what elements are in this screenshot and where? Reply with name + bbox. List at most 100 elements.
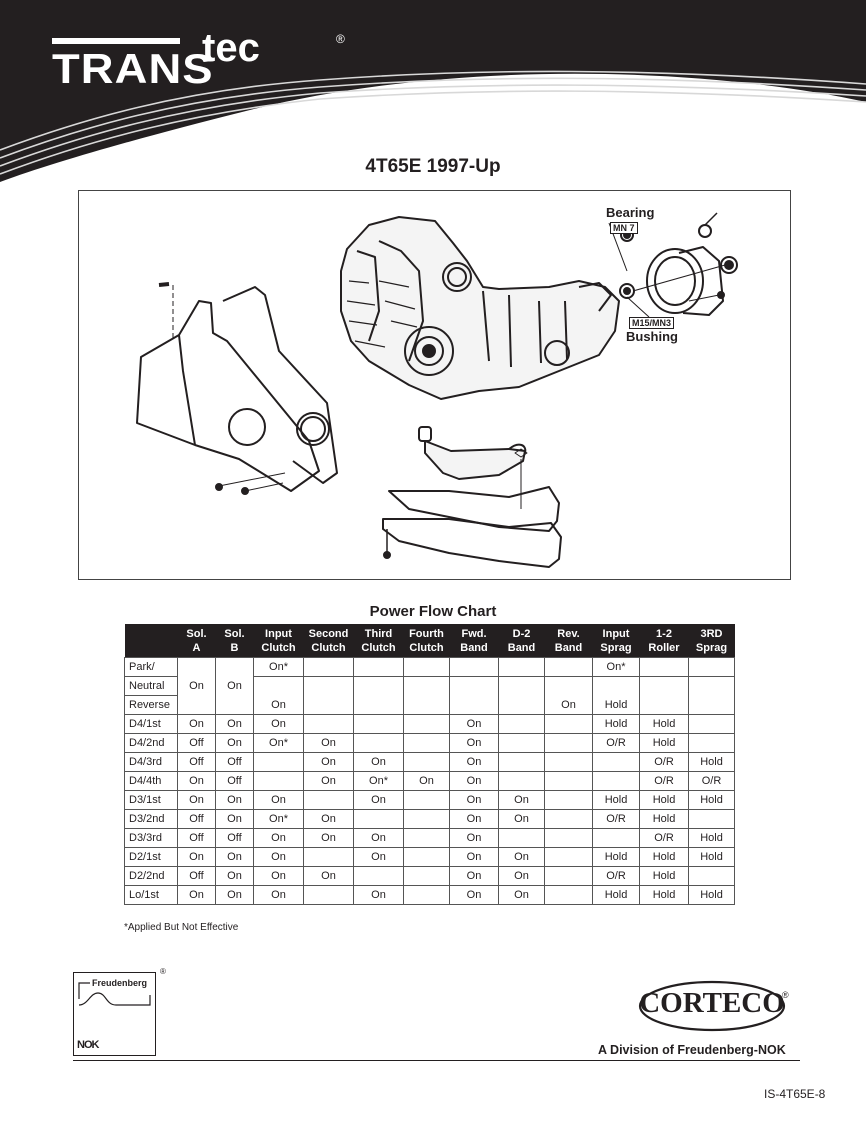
cell-sol-b: On [215,657,254,715]
table-cell: On [449,809,499,829]
cell-input-clutch: On [253,676,304,715]
oil-filter-drawing [418,426,527,480]
transmission-exploded-diagram: Bearing MN 7 M15/MN3 Bushing [78,190,791,580]
table-cell: On [353,885,404,905]
table-cell [403,866,450,886]
table-cell [403,714,450,734]
table-cell: O/R [592,809,640,829]
table-cell [498,828,545,848]
cell-input-sprag: Hold [592,676,640,715]
table-cell: On [303,752,354,772]
column-header: Sol.A [177,624,216,658]
table-cell [253,752,304,772]
row-label: D4/3rd [124,752,178,772]
row-label: Lo/1st [124,885,178,905]
table-cell: Off [215,828,254,848]
table-cell [544,752,593,772]
corteco-name: CORTECO [639,987,785,1019]
table-cell: On [215,733,254,753]
table-cell: On [215,885,254,905]
table-cell: On [215,866,254,886]
table-cell: Off [177,809,216,829]
table-cell [353,809,404,829]
header-wave-graphic [0,0,866,182]
table-cell: On [177,790,216,810]
table-cell [403,885,450,905]
table-cell: Hold [688,790,735,810]
table-cell [544,828,593,848]
row-label: D3/2nd [124,809,178,829]
transmission-illustration [136,212,738,568]
extension-housing-drawing [608,212,738,318]
table-cell: On [253,714,304,734]
table-cell [303,847,354,867]
table-cell [544,790,593,810]
row-label: D4/1st [124,714,178,734]
page-title: 4T65E 1997-Up [365,156,501,177]
table-cell: On [449,752,499,772]
table-cell [403,790,450,810]
table-cell: Hold [639,866,689,886]
table-cell: On [253,866,304,886]
side-cover-drawing [136,282,338,495]
table-cell: O/R [639,752,689,772]
table-cell: On [253,790,304,810]
registered-mark: ® [336,32,345,46]
table-cell: On* [253,733,304,753]
table-cell: Hold [639,847,689,867]
table-cell: On [303,771,354,791]
column-header: Fwd.Band [449,624,499,658]
table-cell [688,714,735,734]
table-cell [544,714,593,734]
table-cell [544,847,593,867]
column-header [124,624,178,658]
table-cell [688,809,735,829]
footer-divider [73,1060,800,1061]
table-cell [303,714,354,734]
column-header: Rev.Band [544,624,593,658]
table-cell: Hold [688,847,735,867]
table-cell: O/R [688,771,735,791]
table-cell [544,866,593,886]
table-cell: On* [253,809,304,829]
table-cell: On [403,771,450,791]
nok-mark: NOK [77,1039,99,1051]
logo-bar [52,38,180,44]
table-cell: O/R [592,866,640,886]
table-cell: On [215,847,254,867]
table-cell: On [177,885,216,905]
table-cell: On [498,809,545,829]
table-cell: On [449,885,499,905]
table-cell [544,809,593,829]
table-cell [544,771,593,791]
cell-input-sprag: On* [592,657,640,677]
table-cell [403,733,450,753]
table-cell [688,866,735,886]
table-cell: On [353,847,404,867]
bushing-part-number: M15/MN3 [629,317,675,329]
corteco-oval-icon [638,980,786,1032]
table-cell: Hold [639,809,689,829]
corteco-registered-mark: ® [782,990,789,1000]
table-cell [498,714,545,734]
row-label: Reverse [124,695,178,715]
table-cell [688,733,735,753]
bearing-part-number: MN 7 [610,222,638,234]
oil-pan-drawing [382,448,562,568]
table-row-neutral: Neutral On On Hold [124,676,735,715]
table-cell: Off [177,828,216,848]
table-cell [498,771,545,791]
table-cell [353,733,404,753]
footnote: *Applied But Not Effective [124,922,239,933]
table-cell: Hold [639,790,689,810]
table-cell: O/R [639,828,689,848]
cell-rev-band: On [544,676,593,715]
